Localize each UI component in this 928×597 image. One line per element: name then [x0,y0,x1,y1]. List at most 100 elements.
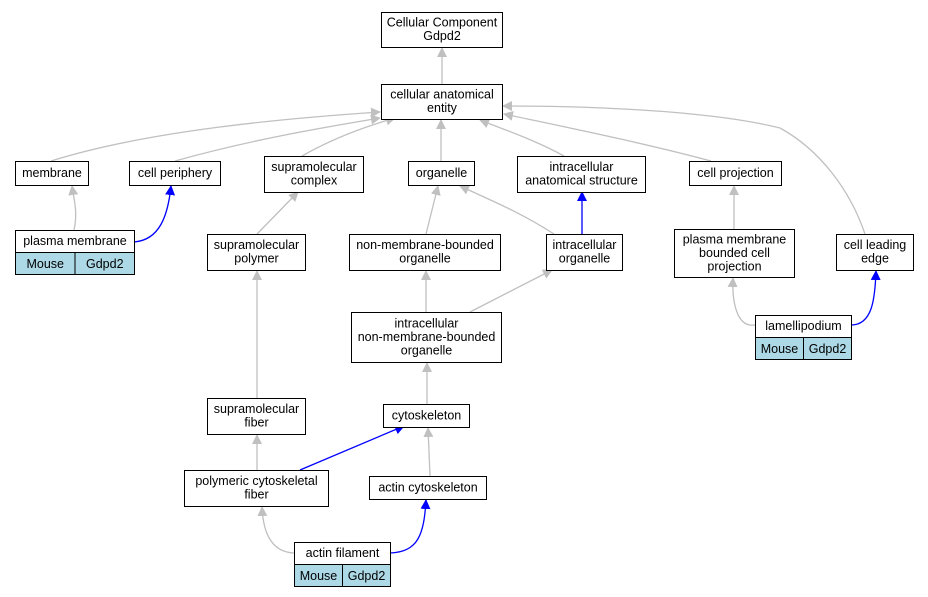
tag-label: Mouse [300,569,338,583]
node-label-line: cell leading [844,238,907,252]
node-box [836,234,914,271]
node-box [129,161,221,186]
node-box [383,404,470,428]
node-box [349,234,501,271]
edge-ias-to-cae [479,118,565,157]
node-box [408,161,475,186]
node-inmbo[interactable]: intracellularnon-membrane-boundedorganel… [351,312,502,363]
node-label-line: plasma membrane [683,232,787,246]
gene-tag: Gdpd2 [342,564,391,587]
node-box [517,156,646,193]
node-label-line: cytoskeleton [392,408,462,422]
part-of-arrow [133,185,176,243]
node-label-line: intracellular [395,316,459,330]
is-a-arrow [301,115,396,157]
node-label-line: actin cytoskeleton [378,480,477,494]
tag-label: Gdpd2 [86,257,124,271]
node-label-line: fiber [244,488,268,502]
part-of-arrow [850,270,881,326]
node-box [184,470,329,507]
node-label-line: lamellipodium [765,319,841,333]
node-label-line: complex [291,174,338,188]
is-a-arrow [423,427,434,477]
node-label-line: polymeric cytoskeletal [195,474,317,488]
node-label-line: cellular anatomical [390,88,494,102]
node-label-line: entity [427,101,458,115]
is-a-arrow [459,185,555,235]
edge-inmbo-to-io [469,269,553,313]
node-projection[interactable]: cell projection [689,161,782,186]
is-a-arrow [50,107,381,162]
organism-tag: Mouse [755,337,804,360]
is-a-arrow [469,269,553,313]
edge-periphery-to-cae [174,114,381,162]
node-box [207,398,306,435]
node-label-line: bounded cell [699,246,770,260]
node-actincs[interactable]: actin cytoskeleton [369,476,487,500]
node-label-line: anatomical structure [525,174,638,188]
node-box [207,234,306,271]
node-organelle[interactable]: organelle [408,161,475,186]
is-a-arrow [503,110,712,162]
node-label-line: fiber [244,416,268,430]
edge-nmbo-to-organelle [425,185,441,235]
edges-layer [50,47,881,554]
tag-label: Gdpd2 [809,342,847,356]
node-label-line: plasma membrane [23,234,127,248]
organism-tag: Mouse [15,252,76,275]
node-label-line: actin filament [306,546,380,560]
node-periphery[interactable]: cell periphery [129,161,221,186]
node-box [381,12,503,48]
edge-pm-to-membrane [50,107,381,162]
node-cytoskeleton[interactable]: cytoskeleton [383,404,470,428]
node-label-line: cell projection [697,166,773,180]
node-label-line: non-membrane-bounded [356,238,494,252]
node-label-line: organelle [559,252,610,266]
node-label-line: projection [707,259,761,273]
gene-tag: Gdpd2 [74,252,135,275]
node-box [15,161,89,186]
organism-tag: Mouse [294,564,343,587]
node-label-line: Cellular Component [387,16,498,30]
node-label-line: membrane [22,166,82,180]
node-label-line: cell periphery [138,166,213,180]
is-a-arrow [727,277,756,326]
node-label-line: organelle [399,252,450,266]
part-of-arrow [299,424,405,471]
tag-label: Mouse [26,257,64,271]
node-membrane[interactable]: membrane [15,161,89,186]
node-box [264,156,364,193]
node-box [369,476,487,500]
node-box [351,312,502,363]
is-a-arrow [502,101,866,235]
edge-smpolymer-to-smcomplex [256,191,299,235]
edge-actinfil-to-actincs [389,499,431,554]
node-label-line: supramolecular [214,238,299,252]
gene-tag: Gdpd2 [803,337,852,360]
node-label-line: intracellular [550,160,614,174]
is-a-arrow [68,185,79,231]
edge-leading-to-cae [502,101,866,235]
node-box [689,161,782,186]
edge-actincs-to-cytoskeleton [423,427,434,477]
edge-projection-to-cae [503,110,712,162]
is-a-arrow [479,118,565,157]
node-label-line: supramolecular [214,402,299,416]
node-box [381,84,503,120]
